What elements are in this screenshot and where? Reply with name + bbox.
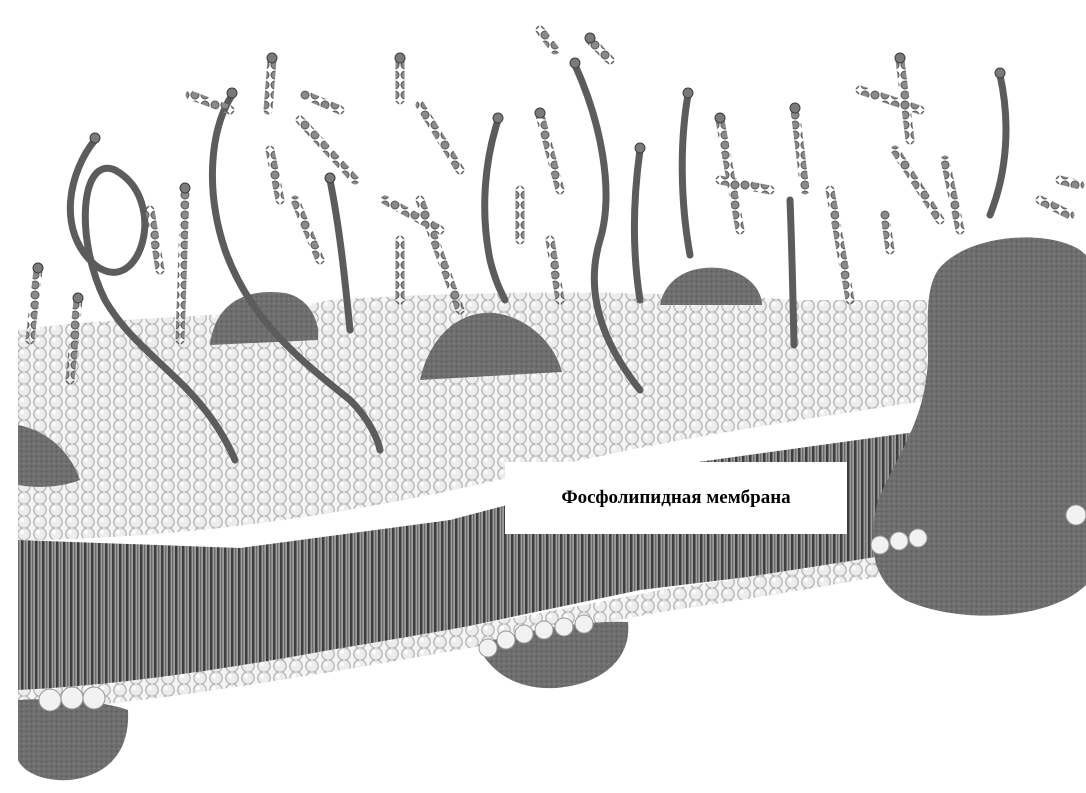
- lower-protein-left: [18, 699, 128, 780]
- membrane-label: Фосфолипидная мембрана: [561, 487, 790, 509]
- membrane-label-box: Фосфолипидная мембрана: [505, 462, 847, 534]
- transmembrane-protein-large: [873, 237, 1086, 615]
- peripheral-protein-right: [660, 268, 762, 305]
